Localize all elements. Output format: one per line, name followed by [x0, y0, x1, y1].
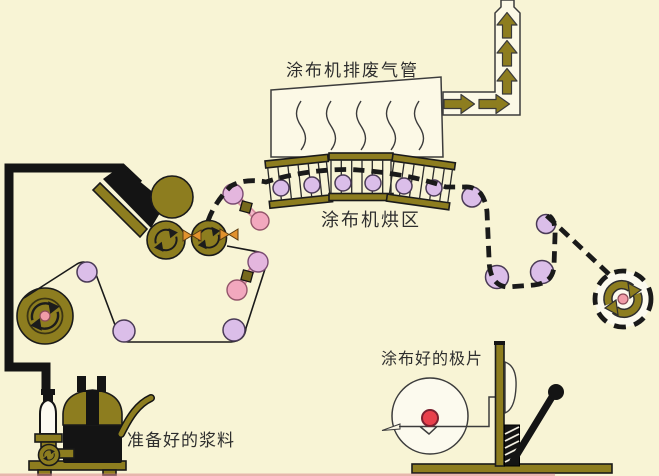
label-coated-sheet: 涂布好的极片	[381, 349, 484, 368]
drying-oven	[264, 152, 457, 211]
dancer-arm	[222, 183, 270, 231]
coated-web-path	[205, 167, 614, 290]
roll-core	[421, 409, 439, 427]
label-exhaust-pipe: 涂布机排废气管	[286, 61, 419, 81]
bottom-edge-strip	[0, 473, 555, 476]
slurry-tank	[28, 376, 155, 476]
coating-roller	[146, 219, 228, 260]
dancer-arm	[226, 251, 269, 301]
label-drying-zone: 涂布机烘区	[321, 210, 421, 231]
nip-arrow-icon	[182, 228, 239, 242]
rewinder-roll	[592, 268, 654, 330]
cart-lever	[509, 393, 556, 465]
cart-post	[494, 343, 505, 467]
steam-wave-icon	[295, 100, 425, 151]
exhaust-hood	[270, 76, 444, 158]
exhaust-duct	[442, 0, 521, 116]
lever-knob	[548, 384, 564, 400]
slurry-blob	[150, 175, 194, 219]
oven-roller	[272, 174, 443, 197]
coating-head	[91, 166, 239, 260]
finished-roll-cart	[381, 341, 613, 474]
flow-arrow-icon	[443, 11, 518, 115]
label-prepared-slurry: 准备好的浆料	[127, 431, 235, 451]
unwinder-roll	[16, 287, 74, 345]
tank-handle	[118, 395, 154, 437]
slurry-pump	[34, 384, 75, 467]
transport-roller	[76, 186, 557, 343]
